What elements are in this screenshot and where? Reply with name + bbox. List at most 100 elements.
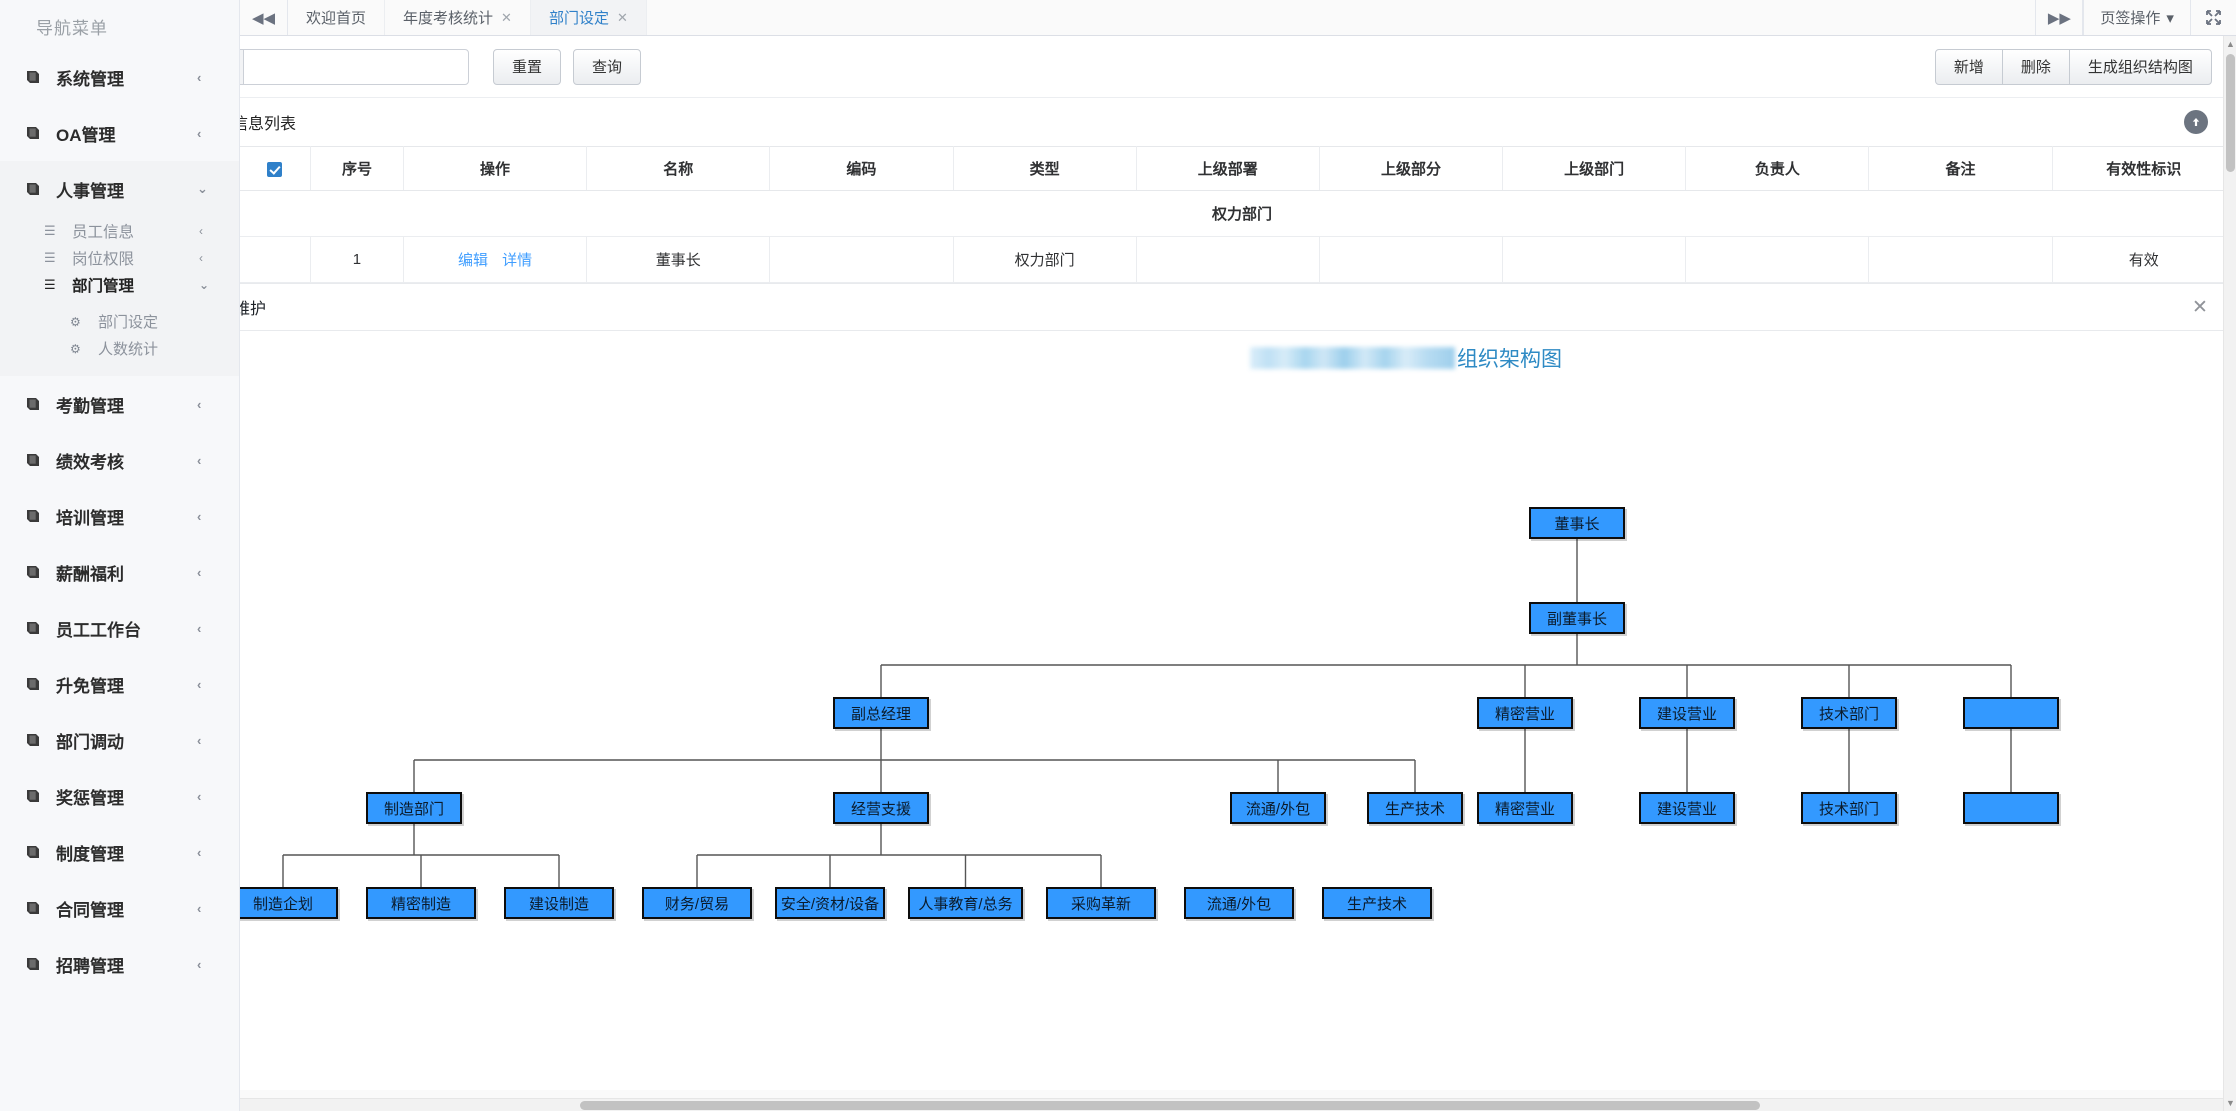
scroll-down-arrow-icon[interactable]: ▼ <box>2225 1098 2235 1108</box>
select-all-checkbox[interactable] <box>267 161 283 177</box>
org-node[interactable]: 建设营业 <box>1639 697 1735 729</box>
org-node[interactable]: 精密营业 <box>1477 792 1573 824</box>
sidebar-item-headcount-stats[interactable]: ⚙ 人数统计 <box>0 335 239 362</box>
sidebar-item-system-policy[interactable]: 制度管理 ‹ <box>0 824 239 880</box>
org-node[interactable]: 安全/资材/设备 <box>775 887 885 919</box>
table-header-type[interactable]: 类型 <box>953 146 1137 191</box>
table-header-parent-part[interactable]: 上级部分 <box>1319 146 1504 191</box>
navigation-sidebar: 导航菜单 系统管理 ‹ OA管理 ‹ 人事管理 <box>0 0 240 1111</box>
sidebar-item-oa-management[interactable]: OA管理 ‹ <box>0 105 239 161</box>
org-node[interactable] <box>1963 792 2059 824</box>
table-header-operation[interactable]: 操作 <box>403 146 588 191</box>
sidebar-item-department-setup[interactable]: ⚙ 部门设定 <box>0 308 239 335</box>
sidebar-item-performance-assessment[interactable]: 绩效考核 ‹ <box>0 432 239 488</box>
reset-button[interactable]: 重置 <box>493 48 562 85</box>
org-node[interactable]: 建设营业 <box>1639 792 1735 824</box>
sidebar-item-label: OA管理 <box>56 125 116 145</box>
inner-horizontal-scroll-track[interactable] <box>240 1090 2223 1098</box>
submenu-item-label: 员工信息 <box>72 223 135 241</box>
sidebar-item-system-management[interactable]: 系统管理 ‹ <box>0 49 239 105</box>
chevron-left-icon: ‹ <box>197 732 202 748</box>
search-input[interactable] <box>243 48 470 85</box>
org-node[interactable]: 副总经理 <box>833 697 929 729</box>
name-filter-group: 名称 <box>240 48 470 85</box>
table-header-parent-deploy[interactable]: 上级部署 <box>1136 146 1320 191</box>
chevron-left-icon: ‹ <box>197 452 202 468</box>
sidebar-item-hr-management[interactable]: 人事管理 ⌄ <box>0 161 239 217</box>
tab-annual-assessment-stats[interactable]: 年度考核统计 ✕ <box>385 0 531 35</box>
org-node[interactable]: 制造部门 <box>366 792 462 824</box>
table-header-index[interactable]: 序号 <box>310 146 404 191</box>
org-node[interactable] <box>1963 697 2059 729</box>
horizontal-scroll-thumb[interactable] <box>580 1101 1760 1110</box>
close-icon[interactable]: ✕ <box>501 9 512 25</box>
horizontal-scrollbar[interactable] <box>240 1098 2223 1111</box>
generate-org-chart-button[interactable]: 生成组织结构图 <box>2068 48 2212 85</box>
org-node[interactable]: 生产技术 <box>1367 792 1463 824</box>
sidebar-item-contract-management[interactable]: 合同管理 ‹ <box>0 880 239 936</box>
org-node[interactable]: 副董事长 <box>1529 602 1625 634</box>
list-icon: ☰ <box>44 249 56 265</box>
sidebar-item-department-transfer[interactable]: 部门调动 ‹ <box>0 712 239 768</box>
sidebar-item-post-permission[interactable]: ☰ 岗位权限 ‹ <box>0 244 239 271</box>
sidebar-item-reward-punishment[interactable]: 奖惩管理 ‹ <box>0 768 239 824</box>
org-node[interactable]: 董事长 <box>1529 507 1625 539</box>
book-icon <box>24 563 50 581</box>
book-icon <box>24 675 50 693</box>
org-node[interactable]: 建设制造 <box>504 887 614 919</box>
org-node[interactable]: 精密营业 <box>1477 697 1573 729</box>
sidebar-item-employee-info[interactable]: ☰ 员工信息 ‹ <box>0 217 239 244</box>
org-node[interactable]: 采购革新 <box>1046 887 1156 919</box>
table-header-code[interactable]: 编码 <box>769 146 954 191</box>
sidebar-item-recruitment-management[interactable]: 招聘管理 ‹ <box>0 936 239 992</box>
sidebar-title: 导航菜单 <box>36 19 108 38</box>
table-header-remark[interactable]: 备注 <box>1868 146 2053 191</box>
add-button[interactable]: 新增 <box>1934 48 2003 85</box>
row-valid-flag: 有效 <box>2052 236 2236 283</box>
query-button[interactable]: 查询 <box>573 48 642 85</box>
sidebar-item-attendance-management[interactable]: 考勤管理 ‹ <box>0 376 239 432</box>
org-node[interactable]: 技术部门 <box>1801 792 1897 824</box>
tab-label: 年度考核统计 <box>403 10 494 27</box>
sidebar-item-promotion-management[interactable]: 升免管理 ‹ <box>0 656 239 712</box>
tab-scroll-right-button[interactable]: ▶▶ <box>2035 0 2084 35</box>
sidebar-item-employee-workbench[interactable]: 员工工作台 ‹ <box>0 600 239 656</box>
row-select-cell[interactable] <box>240 236 311 283</box>
submenu-item-label: 部门管理 <box>72 277 135 295</box>
table-header-parent-dept[interactable]: 上级部门 <box>1502 146 1687 191</box>
sidebar-item-department-management[interactable]: ☰ 部门管理 ⌄ <box>0 271 239 298</box>
table-header-name[interactable]: 名称 <box>586 146 771 191</box>
org-node[interactable]: 经营支援 <box>833 792 929 824</box>
upload-circle-icon[interactable] <box>2183 110 2208 134</box>
org-node[interactable]: 技术部门 <box>1801 697 1897 729</box>
table-header-owner[interactable]: 负责人 <box>1685 146 1870 191</box>
close-icon[interactable]: ✕ <box>2192 297 2208 318</box>
org-node[interactable]: 精密制造 <box>366 887 476 919</box>
gears-icon: ⚙ <box>70 341 81 356</box>
org-node[interactable]: 制造企划 <box>240 887 338 919</box>
vertical-scrollbar[interactable]: ▲ ▼ <box>2222 36 2236 1111</box>
fullscreen-button[interactable] <box>2189 0 2236 35</box>
vertical-scroll-thumb[interactable] <box>2225 54 2235 172</box>
tab-operation-menu[interactable]: 页签操作 ▾ <box>2083 0 2190 35</box>
org-node-label: 精密营业 <box>1494 800 1555 818</box>
detail-link[interactable]: 详情 <box>502 252 533 269</box>
tab-scroll-left-button[interactable]: ◀◀ <box>240 0 288 35</box>
table-header-valid-flag[interactable]: 有效性标识 <box>2052 146 2236 191</box>
close-icon[interactable]: ✕ <box>616 9 628 25</box>
tab-department-setup[interactable]: 部门设定 ✕ <box>530 0 647 35</box>
table-row[interactable]: 1 编辑 详情 董事长 权力部门 有效 <box>240 236 2236 283</box>
sidebar-item-training-management[interactable]: 培训管理 ‹ <box>0 488 239 544</box>
org-chart-title-suffix: 组织架构图 <box>1457 348 1562 371</box>
sidebar-item-compensation-benefits[interactable]: 薪酬福利 ‹ <box>0 544 239 600</box>
org-node[interactable]: 财务/贸易 <box>642 887 752 919</box>
org-node[interactable]: 流通/外包 <box>1184 887 1294 919</box>
edit-link[interactable]: 编辑 <box>457 252 488 269</box>
org-node[interactable]: 生产技术 <box>1322 887 1432 919</box>
org-node[interactable]: 人事教育/总务 <box>908 887 1023 919</box>
org-node[interactable]: 流通/外包 <box>1230 792 1326 824</box>
tab-welcome-home[interactable]: 欢迎首页 <box>288 0 386 35</box>
delete-button[interactable]: 删除 <box>2001 48 2070 85</box>
scroll-up-arrow-icon[interactable]: ▲ <box>2225 39 2235 49</box>
table-header-select[interactable] <box>240 146 311 191</box>
